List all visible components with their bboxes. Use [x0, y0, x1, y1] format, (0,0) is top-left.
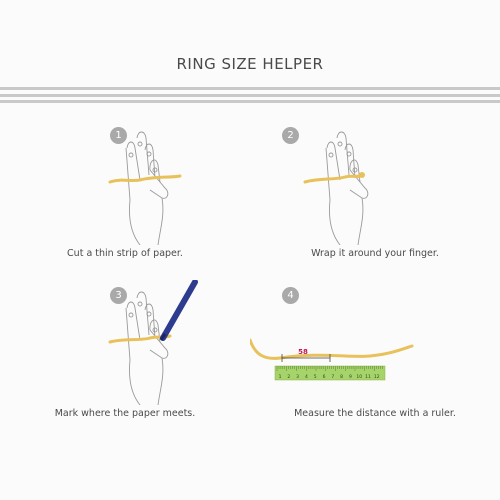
- paper-strip: [250, 338, 414, 360]
- step-3-panel: 3 Mark where the paper meets.: [0, 280, 250, 440]
- paper-strip: [108, 174, 182, 184]
- ruler-tick-label: 2: [287, 374, 290, 380]
- step-number-badge: 2: [282, 127, 299, 144]
- step-1-panel: 1 Cut a thin strip of paper.: [0, 120, 250, 280]
- ruler-tick-label: 7: [331, 374, 334, 380]
- step-caption: Measure the distance with a ruler.: [294, 408, 456, 419]
- measurement-label: 58: [298, 348, 308, 356]
- page-title: RING SIZE HELPER: [176, 55, 324, 73]
- ruler-tick-label: 10: [356, 374, 362, 380]
- step-2-panel: 2 Wrap it around your finger.: [250, 120, 500, 280]
- ruler-tick-label: 8: [340, 374, 343, 380]
- header-divider: [0, 87, 500, 90]
- step-caption: Cut a thin strip of paper.: [67, 248, 183, 259]
- ruler-tick-label: 4: [305, 374, 308, 380]
- step-number-badge: 1: [110, 127, 127, 144]
- ruler-tick-label: 5: [314, 374, 317, 380]
- ruler-tick-label: 6: [323, 374, 326, 380]
- ruler-tick-label: 12: [374, 374, 380, 380]
- step-caption: Mark where the paper meets.: [54, 408, 196, 419]
- step-number-badge: 3: [110, 287, 127, 304]
- ruler: [274, 365, 386, 381]
- ruler-tick-label: 1: [279, 374, 282, 380]
- ruler-tick-label: 11: [365, 374, 371, 380]
- paper-strip: [303, 173, 364, 184]
- step-caption: Wrap it around your finger.: [311, 248, 439, 259]
- pen-icon: [159, 280, 198, 341]
- ruler-tick-label: 9: [349, 374, 352, 380]
- header-divider: [0, 94, 500, 97]
- ruler-tick-label: 3: [296, 374, 299, 380]
- header-divider: [0, 100, 500, 103]
- hand-illustration: [108, 280, 198, 405]
- hand-illustration: [303, 131, 369, 245]
- step-number-badge: 4: [282, 287, 299, 304]
- hand-illustration: [108, 131, 182, 245]
